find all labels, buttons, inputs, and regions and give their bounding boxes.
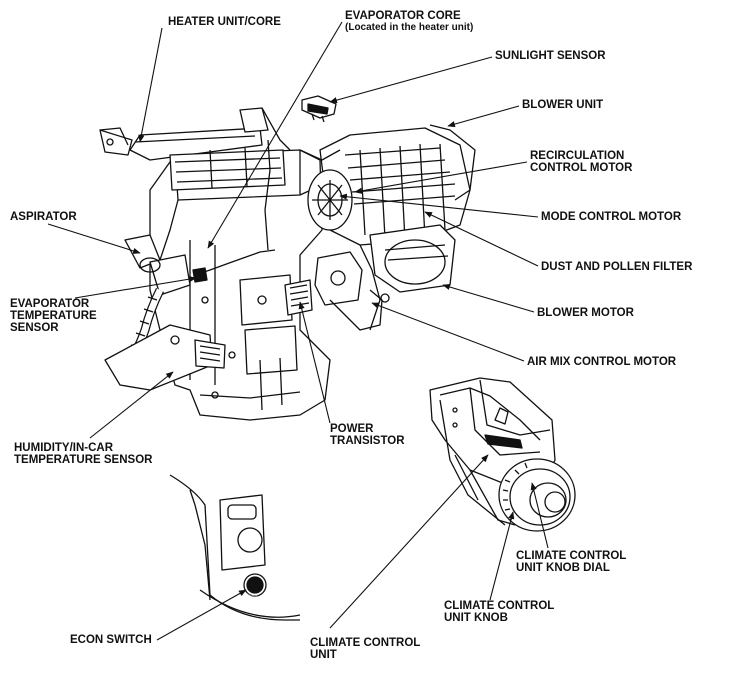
label-econ-switch: ECON SWITCH <box>70 634 152 646</box>
label-ccu-knob-dial-line2: UNIT KNOB DIAL <box>516 562 610 574</box>
leader-ccu <box>329 454 489 629</box>
label-blower-unit: BLOWER UNIT <box>522 99 604 111</box>
econ-button-text: ECON <box>246 592 258 597</box>
label-sunlight-sensor: SUNLIGHT SENSOR <box>495 50 606 62</box>
leader-econ-switch <box>156 589 247 641</box>
label-dust-pollen-filter: DUST AND POLLEN FILTER <box>541 261 693 273</box>
aspirator <box>124 234 191 296</box>
label-ccu-knob-line2: UNIT KNOB <box>444 612 508 624</box>
econ-switch <box>243 573 267 597</box>
label-evaporator-core-note: (Located in the heater unit) <box>345 22 474 33</box>
leader-blower-motor <box>442 284 535 313</box>
climate-control-knob <box>498 458 576 532</box>
blower-motor-housing <box>359 224 456 331</box>
leader-ccu-knob-dial <box>530 482 549 549</box>
leader-evap-temp-sensor <box>74 276 197 299</box>
leader-recirculation-motor <box>354 161 528 194</box>
label-evaporator-core: EVAPORATOR CORE <box>345 10 461 22</box>
label-power-transistor-line2: TRANSISTOR <box>330 435 405 447</box>
label-aspirator: ASPIRATOR <box>10 211 77 223</box>
leader-evaporator-core <box>207 21 343 249</box>
leader-heater-unit-core <box>138 27 163 143</box>
label-humidity-line1: HUMIDITY/IN-CAR <box>14 442 114 454</box>
label-heater-unit-core: HEATER UNIT/CORE <box>168 16 281 28</box>
label-air-mix-control-motor: AIR MIX CONTROL MOTOR <box>527 356 677 368</box>
blower-unit <box>299 124 476 246</box>
leader-power-transistor <box>298 301 331 424</box>
label-ccu-line1: CLIMATE CONTROL <box>310 637 421 649</box>
leader-air-mix-motor <box>371 302 525 362</box>
label-evap-temp-line1: EVAPORATOR <box>10 298 90 310</box>
heater-core-box <box>99 107 291 191</box>
power-transistor <box>284 279 313 316</box>
leader-mode-control-motor <box>339 193 539 218</box>
econ-switch-panel <box>169 474 301 621</box>
air-mix-motor <box>314 251 390 331</box>
leader-ccu-knob <box>489 511 515 601</box>
leader-lines <box>47 21 549 641</box>
label-mode-control-motor: MODE CONTROL MOTOR <box>541 211 682 223</box>
leader-dust-pollen-filter <box>424 211 539 267</box>
label-ccu-line2: UNIT <box>310 649 337 661</box>
leader-humidity-sensor <box>89 371 174 439</box>
label-humidity-line2: TEMPERATURE SENSOR <box>14 454 153 466</box>
label-evap-temp-line3: SENSOR <box>10 322 59 334</box>
label-ccu-knob-line1: CLIMATE CONTROL <box>444 600 555 612</box>
leader-sunlight-sensor <box>329 56 493 104</box>
label-ccu-knob-dial-line1: CLIMATE CONTROL <box>516 550 627 562</box>
label-recirculation-line2: CONTROL MOTOR <box>530 162 633 174</box>
humidity-sensor <box>104 324 226 391</box>
label-evap-temp-line2: TEMPERATURE <box>10 310 97 322</box>
label-recirculation-line1: RECIRCULATION <box>530 150 625 162</box>
leader-aspirator <box>47 223 141 254</box>
leader-blower-unit <box>447 105 520 128</box>
sunlight-sensor <box>301 95 337 123</box>
label-blower-motor: BLOWER MOTOR <box>537 307 634 319</box>
label-power-transistor-line1: POWER <box>330 423 374 435</box>
